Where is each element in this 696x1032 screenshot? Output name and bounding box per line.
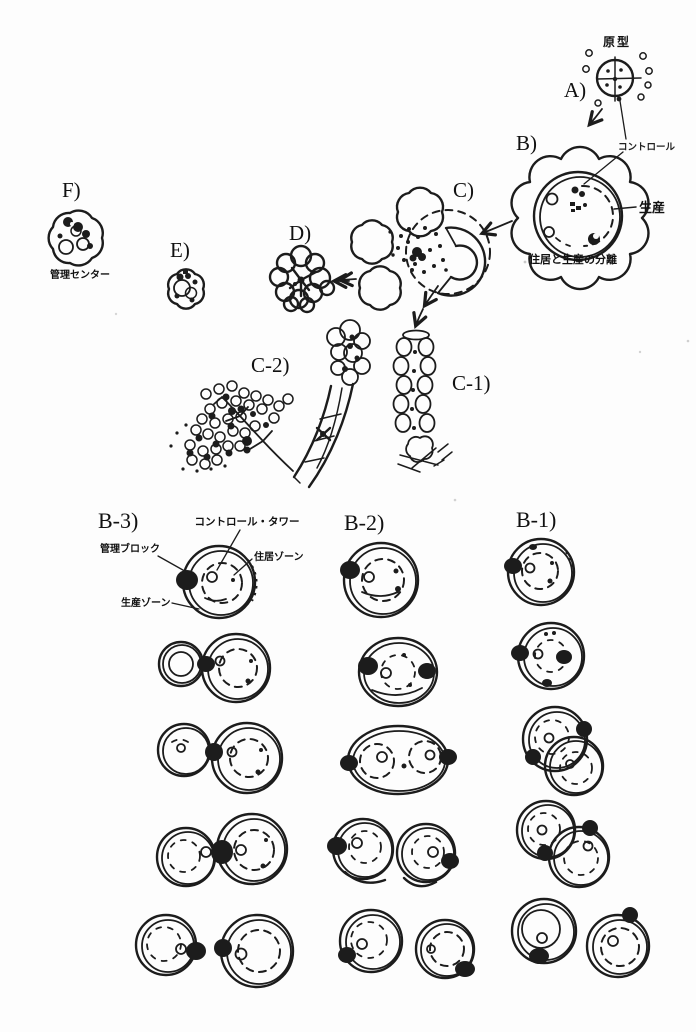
arrow-a-to-b xyxy=(587,108,604,128)
control-tower-label: コントロール・タワー xyxy=(195,516,300,528)
grape-cluster xyxy=(184,380,294,470)
cell-b3-row2 xyxy=(157,632,272,704)
cell-b2-row1 xyxy=(340,541,420,619)
column-b2-header: B-2) xyxy=(344,510,384,535)
arrow-c-to-d xyxy=(336,271,357,288)
cell-b3-row1 xyxy=(176,544,258,620)
production-zone-label: 生産ゾーン xyxy=(121,596,171,609)
management-center-label: 管理センター xyxy=(50,268,110,281)
stage-c2-figure: C-2) xyxy=(169,319,371,489)
stage-e-figure: E) xyxy=(166,238,206,310)
cell-b1-row2 xyxy=(511,621,586,691)
stage-d-figure: D) xyxy=(268,221,350,314)
cell-b3-row3 xyxy=(156,721,284,795)
stage-c2-label: C-2) xyxy=(251,353,290,377)
stage-a-label: A) xyxy=(564,78,586,102)
cell-b3-row5 xyxy=(134,913,295,989)
control-label: コントロール xyxy=(618,142,676,153)
stage-a-figure: 原型 A) xyxy=(564,34,653,140)
stage-b-label: B) xyxy=(516,131,537,155)
arrow-into-c1 xyxy=(412,308,428,330)
tall-stem xyxy=(292,319,371,489)
production-label: 生産 xyxy=(639,200,665,215)
management-block-blob xyxy=(176,570,198,590)
stage-e-label: E) xyxy=(170,238,190,262)
cell-b1-row3 xyxy=(521,705,605,797)
stage-c-dot-ring xyxy=(388,226,448,274)
scan-noise xyxy=(114,260,690,502)
stage-f-label: F) xyxy=(62,178,81,202)
separation-caption: 住居と生産の分離 xyxy=(529,252,617,266)
prototype-label: 原型 xyxy=(603,34,631,49)
housing-zone-label: 住居ゾーン xyxy=(254,550,304,563)
column-b3-header: B-3) xyxy=(98,508,138,533)
cell-b1-row5 xyxy=(510,897,651,979)
cell-b1-row4 xyxy=(515,799,611,889)
cell-b2-row2 xyxy=(357,636,439,708)
stage-c1-figure: C-1) xyxy=(392,308,491,473)
cell-b2-row5 xyxy=(338,908,476,980)
management-block-label: 管理ブロック xyxy=(100,542,160,555)
stage-c-label: C) xyxy=(453,178,474,202)
stage-d-label: D) xyxy=(289,221,311,245)
control-tower-dot xyxy=(206,571,218,583)
stage-c1-label: C-1) xyxy=(452,371,491,395)
arrow-c-down xyxy=(422,285,439,309)
cell-b2-row4 xyxy=(327,817,459,888)
cell-b2-row3 xyxy=(340,724,457,796)
stage-c-figure: C) xyxy=(336,178,491,311)
stage-f-figure: F) 管理センター xyxy=(47,178,110,281)
stage-b-figure: B) 生産 住居と生産の分離 xyxy=(510,131,665,291)
column-b1-header: B-1) xyxy=(516,507,556,532)
cell-b1-row1 xyxy=(504,537,576,607)
arrow-b-to-c xyxy=(478,220,513,237)
cell-b3-row4 xyxy=(155,812,289,888)
